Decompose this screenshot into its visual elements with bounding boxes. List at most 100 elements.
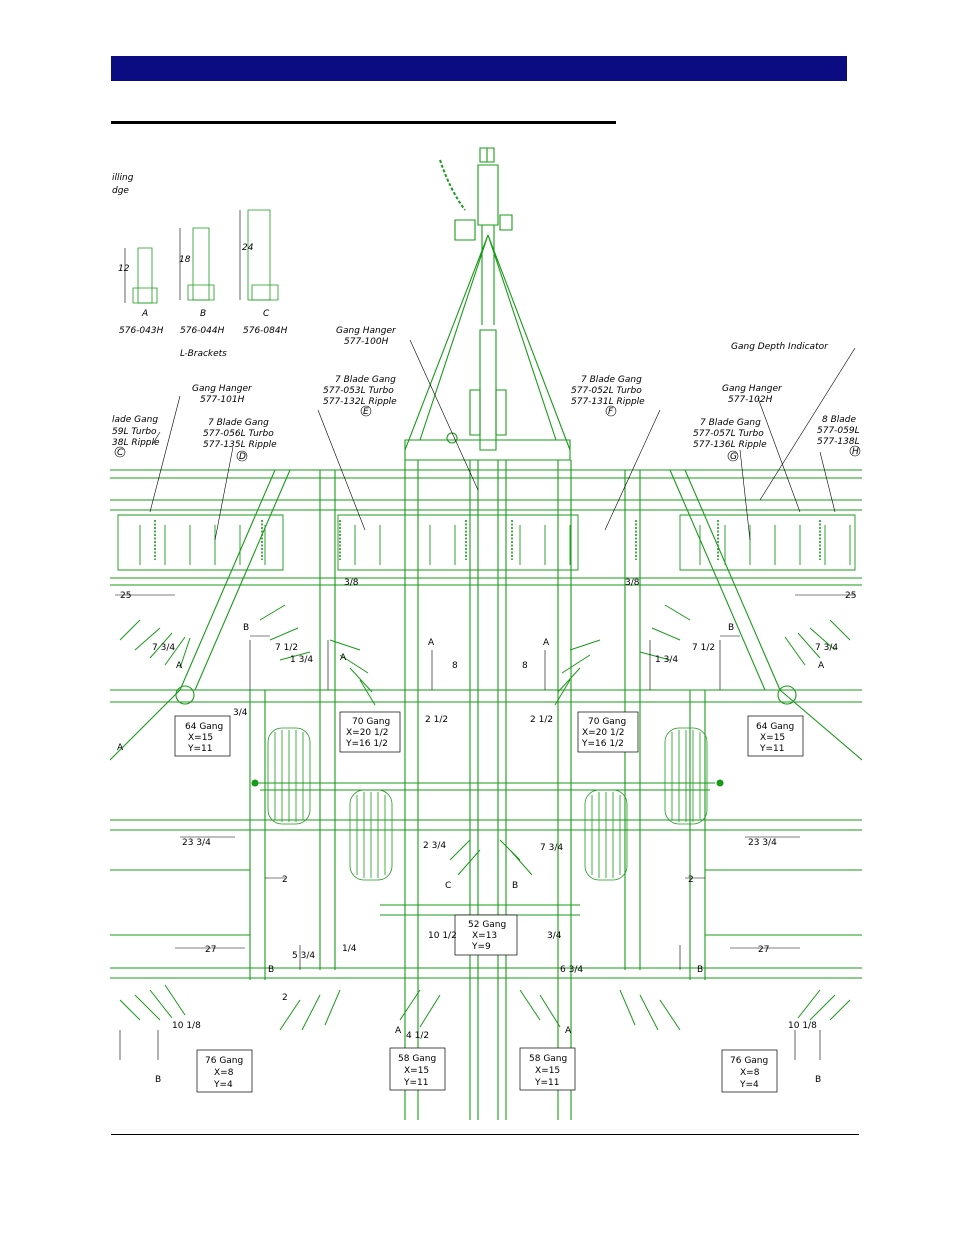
- gang-box-2-y: Y=16 1/2: [581, 739, 624, 749]
- gang-box-76-left: [196, 1049, 253, 1093]
- letter-marker: A: [176, 661, 183, 671]
- letter-marker: A: [340, 653, 347, 663]
- dim-label: 1 3/4: [290, 655, 313, 665]
- gang-box-7-y: Y=11: [534, 1078, 560, 1088]
- dim-label: 25: [120, 591, 131, 601]
- dim-label: 8: [522, 661, 528, 671]
- dim-label: 7 3/4: [540, 843, 563, 853]
- gang-box-1-y: Y=16 1/2: [345, 739, 388, 749]
- bracket-a-letter: A: [141, 309, 148, 319]
- gang-hanger-left-part: 577-101H: [200, 395, 245, 405]
- gang-box-1-x: X=20 1/2: [346, 728, 389, 738]
- bracket-b-part: 576-044H: [180, 326, 225, 336]
- dim-label: 7 3/4: [815, 643, 838, 653]
- blade-gang-d-circle: [236, 450, 248, 462]
- gang-box-8-y: Y=4: [739, 1080, 759, 1090]
- dim-label: 25: [845, 591, 856, 601]
- dim-label: 10 1/8: [172, 1021, 201, 1031]
- letter-marker: A: [117, 743, 124, 753]
- letter-marker: A: [543, 638, 550, 648]
- blade-gang-c-circle: [114, 446, 126, 458]
- letter-marker: B: [697, 965, 703, 975]
- blade-gang-h-letter: H: [852, 447, 859, 457]
- letter-marker: A: [428, 638, 435, 648]
- blade-gang-h-turbo: 577-059L: [817, 426, 860, 436]
- gang-box-6-x: X=15: [404, 1066, 429, 1076]
- dim-label: 3/4: [233, 708, 248, 718]
- gang-box-3-name: 64 Gang: [756, 722, 794, 732]
- gang-hanger-center-part: 577-100H: [344, 337, 389, 347]
- header-bar: [111, 56, 847, 81]
- gang-box-64-left: [174, 715, 231, 757]
- blade-gang-e-circle: [360, 405, 372, 417]
- letter-marker: A: [818, 661, 825, 671]
- gang-box-58-right: [519, 1047, 576, 1091]
- dim-label: 2 1/2: [530, 715, 553, 725]
- cutoff-text-1: illing: [112, 173, 134, 183]
- letter-marker: B: [512, 881, 518, 891]
- dim-label: 7 3/4: [152, 643, 175, 653]
- blade-gang-e-ripple: 577-132L Ripple: [323, 397, 397, 407]
- gang-box-8-name: 76 Gang: [730, 1056, 768, 1066]
- blade-gang-g-turbo: 577-057L Turbo: [693, 429, 764, 439]
- blade-gang-c-title: lade Gang: [112, 415, 158, 425]
- blade-gang-d-ripple: 577-135L Ripple: [203, 440, 277, 450]
- blade-gang-g-title: 7 Blade Gang: [700, 418, 761, 428]
- blade-gang-e-turbo: 577-053L Turbo: [323, 386, 394, 396]
- gang-box-4-name: 52 Gang: [468, 920, 506, 930]
- blade-gang-f-title: 7 Blade Gang: [581, 375, 642, 385]
- dim-label: 2: [282, 875, 288, 885]
- dim-label: 6 3/4: [560, 965, 583, 975]
- gang-hanger-center-label: Gang Hanger: [336, 326, 397, 336]
- dim-label: 27: [758, 945, 769, 955]
- gang-box-1-name: 70 Gang: [352, 717, 390, 727]
- dim-label: 2 3/4: [423, 841, 446, 851]
- letter-marker: A: [395, 1026, 402, 1036]
- blade-gang-c-turbo: 59L Turbo: [112, 427, 157, 437]
- dim-label: 7 1/2: [275, 643, 298, 653]
- dim-label: 2 1/2: [425, 715, 448, 725]
- dim-label: 8: [452, 661, 458, 671]
- blade-gang-g-circle: [727, 450, 739, 462]
- cutoff-text-2: dge: [112, 186, 129, 196]
- letter-marker: B: [243, 623, 249, 633]
- gang-box-5-name: 76 Gang: [205, 1056, 243, 1066]
- blade-gang-d-title: 7 Blade Gang: [208, 418, 269, 428]
- dim-label: 27: [205, 945, 216, 955]
- gang-box-6-y: Y=11: [403, 1078, 429, 1088]
- blade-gang-g-ripple: 577-136L Ripple: [693, 440, 767, 450]
- gang-box-6-name: 58 Gang: [398, 1054, 436, 1064]
- gang-box-76-right: [721, 1049, 778, 1093]
- gang-box-5-y: Y=4: [213, 1080, 233, 1090]
- gang-box-64-right: [747, 715, 804, 757]
- dim-label: 5 3/4: [292, 951, 315, 961]
- letter-marker: C: [445, 881, 451, 891]
- letter-marker: B: [728, 623, 734, 633]
- dim-label: 10 1/2: [428, 931, 457, 941]
- blade-gang-d-letter-visible: D: [239, 452, 246, 462]
- bracket-b-dim: 18: [179, 255, 191, 265]
- gang-box-4-x: X=13: [472, 931, 497, 941]
- gang-box-5-x: X=8: [214, 1068, 234, 1078]
- bracket-a-part: 576-043H: [119, 326, 164, 336]
- blade-gang-h-title: 8 Blade: [822, 415, 856, 425]
- title-rule: [111, 121, 616, 124]
- gang-box-0-y: Y=11: [187, 744, 213, 754]
- letter-marker: B: [155, 1075, 161, 1085]
- dim-label: 3/8: [344, 578, 359, 588]
- dim-label: 2: [688, 875, 694, 885]
- dim-label: 1/4: [342, 944, 357, 954]
- gang-depth-indicator-label: Gang Depth Indicator: [731, 342, 829, 352]
- dim-label: 10 1/8: [788, 1021, 817, 1031]
- blade-gang-f-circle: [605, 405, 617, 417]
- gang-hanger-right-part: 577-102H: [728, 395, 773, 405]
- blade-gang-f-ripple: 577-131L Ripple: [571, 397, 645, 407]
- brackets-title: L-Brackets: [180, 349, 227, 359]
- bracket-a-dim: 12: [118, 264, 130, 274]
- gang-hanger-left-label: Gang Hanger: [192, 384, 253, 394]
- gang-box-4-y: Y=9: [471, 942, 491, 952]
- blade-gang-d-turbo: 577-056L Turbo: [203, 429, 274, 439]
- gang-box-8-x: X=8: [740, 1068, 760, 1078]
- gang-box-3-y: Y=11: [759, 744, 785, 754]
